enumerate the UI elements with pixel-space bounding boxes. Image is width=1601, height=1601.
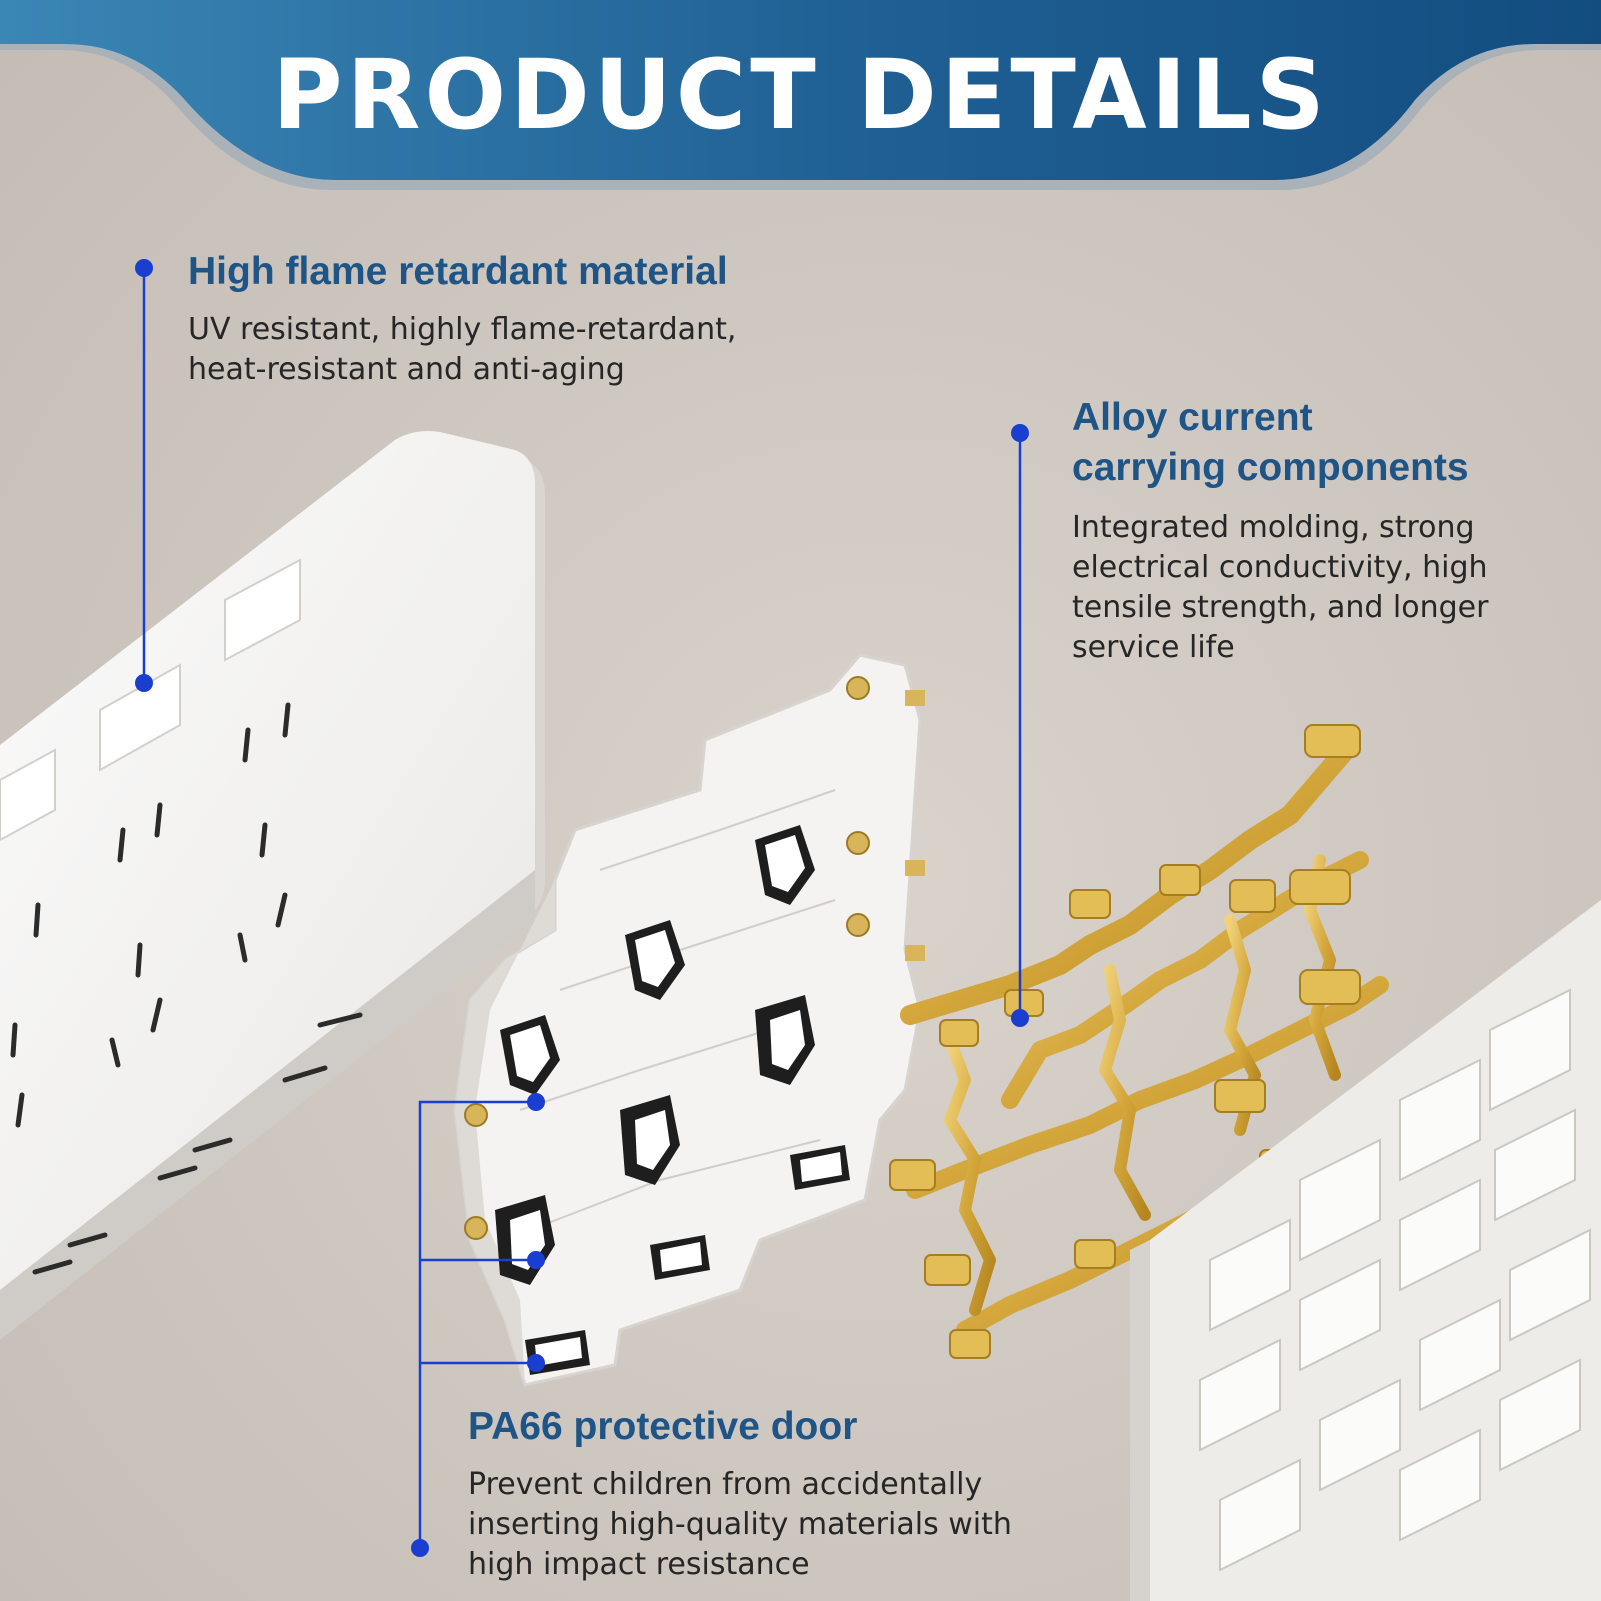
feature-flame-desc-line: UV resistant, highly flame-retardant,: [188, 312, 737, 347]
page-title: PRODUCT DETAILS: [272, 39, 1329, 151]
feature-flame-desc-line: heat-resistant and anti-aging: [188, 352, 625, 387]
callout-lines: [142, 268, 1022, 1548]
header-banner: [0, 0, 1601, 190]
socket-module: [453, 653, 925, 1387]
feature-alloy-title: Alloy current carrying components: [1072, 393, 1469, 493]
feature-alloy-title-line: carrying components: [1072, 446, 1469, 489]
feature-flame-title: High flame retardant material: [188, 250, 728, 293]
feature-alloy-desc-line: tensile strength, and longer: [1072, 590, 1489, 625]
feature-alloy-desc-line: Integrated molding, strong: [1072, 510, 1475, 545]
feature-door-title: PA66 protective door: [468, 1405, 858, 1448]
feature-alloy-title-line: Alloy current: [1072, 396, 1313, 439]
callout-dots: [135, 259, 1029, 1557]
feature-alloy-desc-line: service life: [1072, 630, 1235, 665]
base-housing: [1130, 900, 1601, 1601]
feature-alloy-description: Integrated molding, strong electrical co…: [1072, 508, 1488, 668]
feature-flame-description: UV resistant, highly flame-retardant, he…: [188, 310, 736, 390]
feature-door-desc-line: inserting high-quality materials with: [468, 1507, 1012, 1542]
feature-door-description: Prevent children from accidentally inser…: [468, 1465, 1012, 1585]
brass-pins: [889, 724, 1361, 1359]
feature-door-desc-line: high impact resistance: [468, 1547, 810, 1582]
feature-door-desc-line: Prevent children from accidentally: [468, 1467, 983, 1502]
power-strip-body: [0, 431, 545, 1340]
feature-alloy-desc-line: electrical conductivity, high: [1072, 550, 1488, 585]
